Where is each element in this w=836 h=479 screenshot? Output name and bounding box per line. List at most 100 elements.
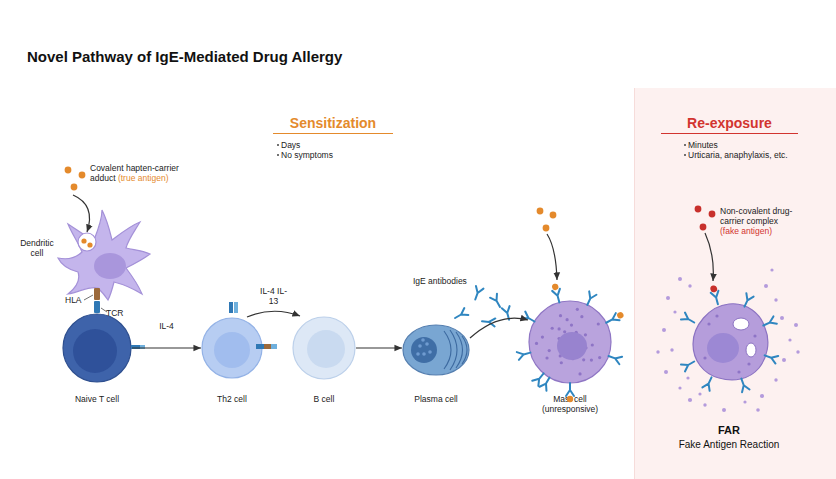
leader-line bbox=[84, 295, 93, 300]
granule bbox=[656, 350, 659, 353]
cell-outline bbox=[292, 316, 356, 380]
antibody bbox=[521, 312, 536, 325]
bullet-text: Days bbox=[281, 140, 401, 150]
granule bbox=[770, 268, 773, 271]
cell-node: Dendritic cell bbox=[58, 208, 150, 300]
cell-outline bbox=[689, 302, 769, 382]
antigen-dot bbox=[79, 172, 86, 179]
molecule-label: TCR bbox=[106, 308, 128, 318]
tcr-molecule bbox=[256, 344, 264, 349]
granule bbox=[580, 315, 583, 318]
binding-arrow bbox=[705, 233, 713, 281]
chromatin-dot bbox=[421, 338, 425, 342]
binding-arrow bbox=[547, 234, 557, 280]
cell-node: B cell bbox=[292, 316, 356, 380]
granule bbox=[796, 350, 799, 353]
edge-label: IL-4 IL-13 bbox=[259, 286, 289, 306]
cell-nucleus bbox=[94, 253, 126, 279]
granule bbox=[678, 277, 682, 281]
granule bbox=[584, 333, 587, 336]
flow-arrow bbox=[247, 311, 300, 317]
flow-arrow bbox=[470, 318, 528, 338]
antibody bbox=[532, 371, 546, 386]
antibody bbox=[711, 291, 722, 306]
granule bbox=[590, 358, 593, 361]
antigen-dot bbox=[567, 396, 573, 402]
antibody bbox=[566, 383, 574, 396]
antibody bbox=[762, 316, 777, 329]
bullet-text: No symptoms bbox=[281, 150, 401, 160]
endoplasmic-reticulum bbox=[444, 331, 451, 369]
antigen-dot bbox=[616, 311, 625, 320]
cell-label: Plasma cell bbox=[381, 394, 491, 404]
antigen-dot bbox=[550, 212, 557, 219]
cell-node: Mast cell (unresponsive) bbox=[528, 300, 612, 384]
granule bbox=[774, 378, 777, 381]
granule bbox=[548, 349, 551, 352]
label-group: Non-covalent drug-carrier complex(fake a… bbox=[720, 206, 804, 236]
granule bbox=[753, 334, 756, 337]
granule bbox=[794, 323, 798, 327]
flow-arrow bbox=[356, 347, 402, 348]
antigen-dot bbox=[81, 238, 86, 243]
chromatin-dot bbox=[428, 350, 432, 354]
bullet-text: Urticaria, anaphylaxis, etc. bbox=[688, 150, 828, 160]
granule bbox=[662, 328, 666, 332]
vesicle bbox=[733, 318, 749, 330]
chromatin-dot bbox=[422, 352, 426, 356]
cell-body bbox=[693, 304, 768, 380]
tcr-molecule bbox=[229, 302, 233, 313]
reaction-acronym: FAR bbox=[659, 424, 799, 437]
granule bbox=[559, 314, 562, 317]
antigen-dot bbox=[551, 283, 559, 291]
cell-node: Plasma cell bbox=[402, 324, 470, 376]
granule bbox=[570, 323, 573, 326]
granule bbox=[715, 314, 718, 317]
phase-heading: Re-exposure bbox=[661, 115, 798, 134]
granule bbox=[782, 358, 786, 362]
antibody-label: IgE antibodies bbox=[413, 276, 483, 286]
cell-nucleus bbox=[214, 332, 250, 368]
granule bbox=[722, 408, 726, 412]
label-group: Covalent hapten-carrier adduct(true anti… bbox=[90, 163, 200, 183]
granule bbox=[747, 362, 750, 365]
reaction-name: Fake Antigen Reaction bbox=[659, 439, 799, 451]
hla-molecule bbox=[94, 288, 100, 300]
cell-nucleus bbox=[307, 330, 345, 368]
chromatin-dot bbox=[418, 344, 422, 348]
cell-body bbox=[529, 301, 611, 383]
antigen-tag: (true antigen) bbox=[118, 173, 169, 183]
tcr-molecule bbox=[94, 301, 100, 313]
granule bbox=[566, 318, 569, 321]
cell-body bbox=[63, 314, 131, 382]
granule bbox=[576, 308, 579, 311]
tcr-molecule bbox=[234, 302, 238, 313]
uptake-arrow bbox=[73, 195, 90, 232]
antibody bbox=[681, 358, 696, 371]
antibody bbox=[517, 349, 532, 360]
cell-body bbox=[202, 318, 262, 378]
granule bbox=[686, 376, 689, 379]
granule bbox=[673, 310, 676, 313]
cell-label: Dendritic cell bbox=[14, 238, 60, 258]
granule bbox=[774, 298, 777, 301]
granule bbox=[688, 284, 691, 287]
granule bbox=[666, 296, 670, 300]
molecule-label: HLA bbox=[65, 295, 87, 305]
granule bbox=[688, 398, 692, 402]
granule bbox=[788, 338, 791, 341]
antigen-dot bbox=[87, 242, 92, 247]
granule bbox=[743, 400, 746, 403]
diagram-title: Novel Pathway of IgE-Mediated Drug Aller… bbox=[27, 48, 587, 66]
antigen-dot bbox=[543, 225, 550, 232]
antibody bbox=[490, 294, 503, 309]
antibody bbox=[741, 293, 754, 308]
granule bbox=[598, 356, 601, 359]
granule bbox=[535, 342, 538, 345]
cell-node: Naive T cell bbox=[62, 313, 132, 383]
granule bbox=[545, 356, 548, 359]
